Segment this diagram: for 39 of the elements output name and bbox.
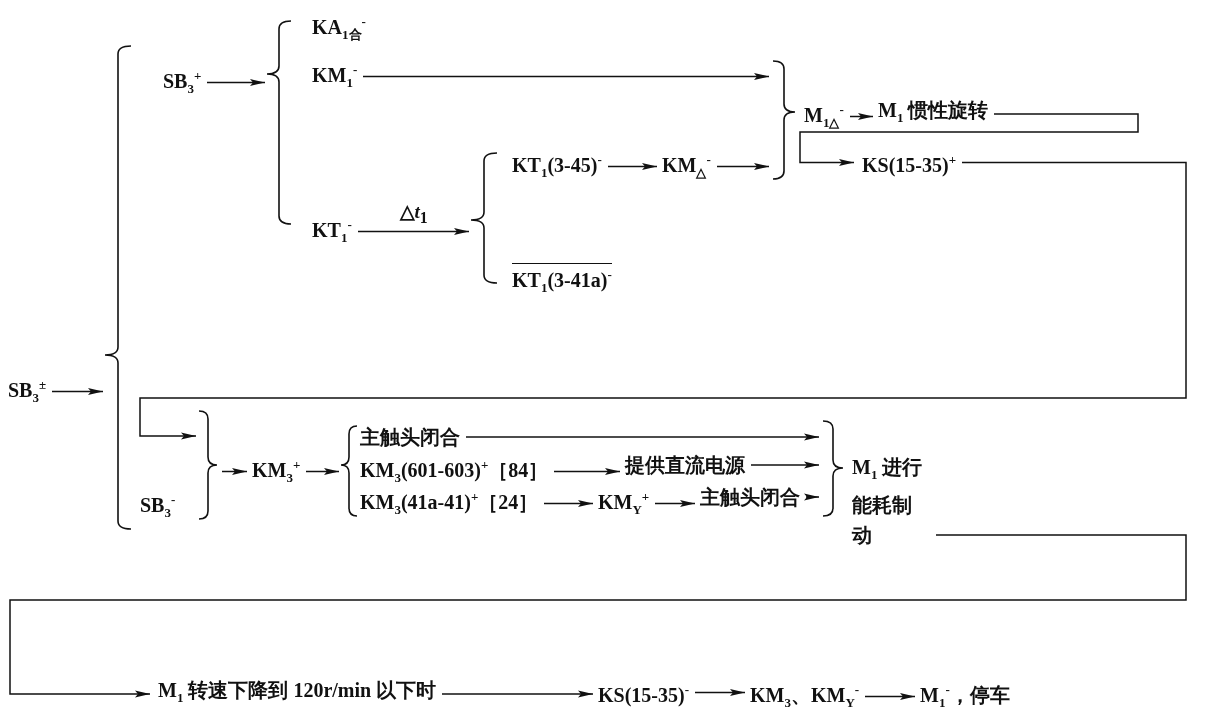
step-text: KT$_{1}$(3-41a)$^{-}$ [512, 263, 612, 299]
arrow [694, 689, 746, 696]
arrow [750, 461, 820, 469]
step-text: M$_{1}$ 惯性旋转 [878, 98, 989, 130]
step-text: 主触头闭合 [700, 485, 800, 509]
step-text: 提供直流电源 [625, 453, 745, 477]
curly-brace [198, 410, 218, 520]
arrow [362, 73, 770, 80]
curly-brace [266, 20, 292, 225]
arrow [799, 113, 1139, 166]
step-text: M$_{1}$ 进行能耗制动 [852, 452, 930, 550]
step-text: KS(15-35)$^{+}$ [862, 148, 957, 177]
step-text: 主触头闭合 [360, 425, 460, 449]
step-text: M$_{1}$ 转速下降到 120r/min 以下时 [158, 678, 437, 710]
arrow [221, 468, 248, 475]
arrow [864, 693, 916, 700]
arrow [465, 433, 820, 441]
curly-brace [340, 425, 358, 517]
arrow [849, 113, 874, 120]
arrow [553, 468, 621, 475]
arrow [543, 500, 594, 507]
arrow [357, 228, 470, 235]
arrow [607, 163, 658, 170]
curly-brace [470, 152, 498, 284]
arrow [716, 163, 770, 170]
curly-brace [822, 420, 844, 517]
arrow [9, 534, 1187, 698]
step-text: M$_{1}$$^{-}$，停车 [920, 678, 1010, 715]
curly-brace [104, 45, 132, 530]
arrow [139, 161, 1187, 440]
arrow [804, 493, 820, 501]
step-text: KS(15-35)$^{-}$ [598, 678, 689, 707]
curly-brace [772, 60, 796, 180]
arrow [441, 690, 594, 698]
arrow [206, 79, 266, 86]
arrow [305, 468, 340, 475]
step-text: KT$_{1}$(3-45)$^{-}$ [512, 148, 602, 185]
arrow [654, 500, 696, 507]
arrow [51, 388, 104, 395]
